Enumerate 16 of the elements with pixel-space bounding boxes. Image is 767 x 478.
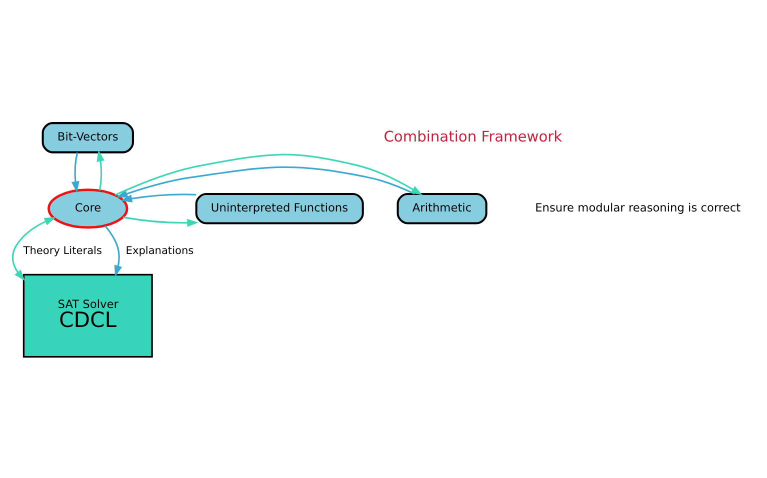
label: Combination Framework bbox=[384, 128, 562, 145]
arrow bbox=[96, 150, 105, 190]
arrow bbox=[116, 166, 416, 198]
arrow bbox=[122, 216, 199, 226]
arrow bbox=[12, 216, 56, 280]
arrow bbox=[114, 153, 423, 196]
edge-label: Theory Literals bbox=[23, 244, 102, 256]
label: Ensure modular reasoning is correct bbox=[535, 200, 741, 214]
node-box: Arithmetic bbox=[396, 192, 488, 224]
node-box: Bit-Vectors bbox=[42, 122, 134, 153]
arrow bbox=[71, 152, 80, 192]
node-box: Uninterpreted Functions bbox=[195, 192, 364, 224]
arrow bbox=[120, 193, 196, 202]
edge-label: Explanations bbox=[126, 244, 194, 256]
arrow bbox=[104, 224, 122, 276]
node-box: SAT Solver CDCL bbox=[22, 273, 153, 358]
